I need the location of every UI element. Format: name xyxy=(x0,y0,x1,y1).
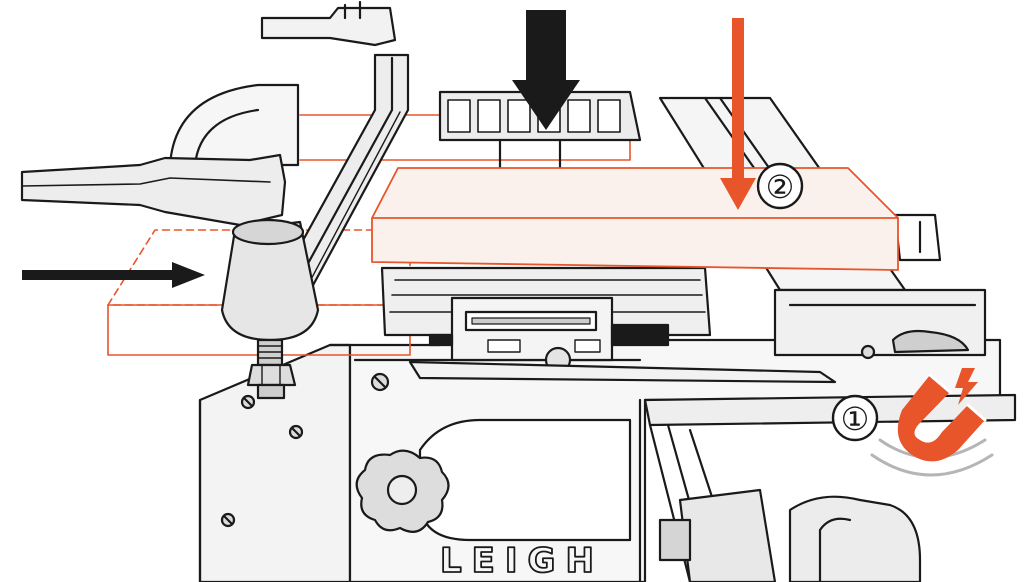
horseshoe-magnet-icon xyxy=(897,373,987,462)
lightning-spark-icon xyxy=(955,368,978,405)
callout-1: ① xyxy=(831,394,879,442)
base-screw xyxy=(240,394,256,410)
base-screw xyxy=(220,512,236,528)
callout-2: ② xyxy=(756,162,804,210)
lower-clamp xyxy=(658,488,922,582)
down-arrow-orange xyxy=(720,18,756,210)
down-arrow-black xyxy=(512,10,580,130)
base-screw xyxy=(370,372,390,392)
workpiece-board xyxy=(371,167,899,271)
lower-template xyxy=(380,266,837,384)
star-knob-icon xyxy=(355,449,450,533)
base-screw xyxy=(288,424,304,440)
callout-2-label: ② xyxy=(766,168,795,206)
callout-1-label: ① xyxy=(841,400,870,438)
base-logo-text: LEIGH xyxy=(440,541,604,581)
push-arrow-black xyxy=(22,262,205,288)
clamp-arm xyxy=(20,0,410,400)
